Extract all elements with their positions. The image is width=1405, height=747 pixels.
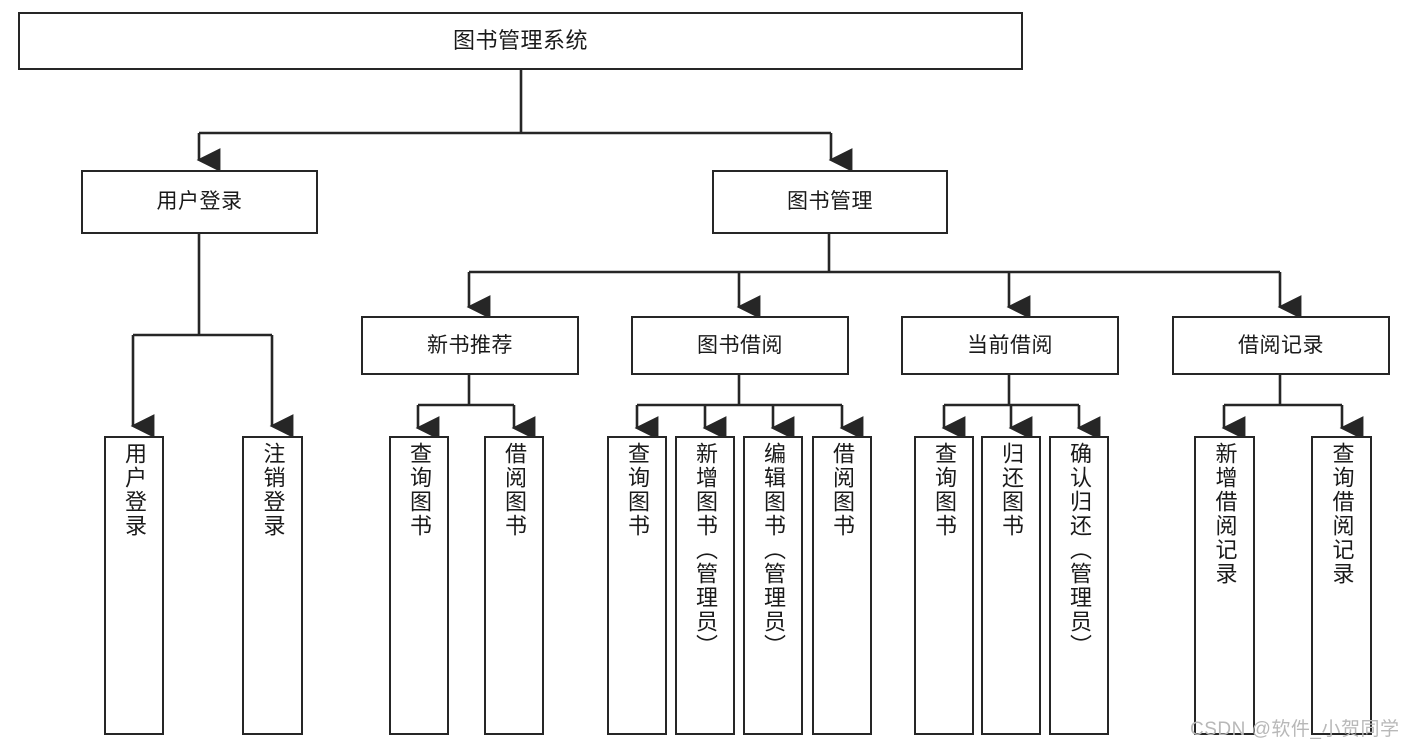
node-label: 图书管理 [787, 190, 873, 214]
node-leaf-query-borrow-record[interactable]: 查询借阅记录 [1311, 436, 1372, 735]
node-label: 图书管理系统 [452, 27, 588, 53]
node-label: 确认归还（管理员） [1067, 442, 1092, 658]
node-book-borrow[interactable]: 图书借阅 [631, 316, 849, 375]
node-label: 借阅图书 [502, 442, 527, 538]
node-user-login[interactable]: 用户登录 [81, 170, 318, 234]
node-book-manage[interactable]: 图书管理 [712, 170, 948, 234]
node-new-book-recommendation[interactable]: 新书推荐 [361, 316, 579, 375]
node-leaf-add-book-admin[interactable]: 新增图书（管理员） [675, 436, 735, 735]
node-label: 查询图书 [625, 442, 650, 538]
node-leaf-borrow-book-borrow[interactable]: 借阅图书 [812, 436, 872, 735]
node-leaf-edit-book-admin[interactable]: 编辑图书（管理员） [743, 436, 803, 735]
node-leaf-query-book-recommendation[interactable]: 查询图书 [389, 436, 449, 735]
node-label: 用户登录 [122, 442, 147, 538]
node-leaf-confirm-return-admin[interactable]: 确认归还（管理员） [1049, 436, 1109, 735]
node-label: 编辑图书（管理员） [761, 442, 786, 658]
node-label: 查询图书 [932, 442, 957, 538]
node-leaf-logout-login[interactable]: 注销登录 [242, 436, 303, 735]
node-label: 借阅记录 [1238, 333, 1324, 357]
node-label: 查询借阅记录 [1329, 442, 1355, 586]
node-label: 归还图书 [999, 442, 1024, 538]
node-label: 当前借阅 [967, 333, 1053, 357]
node-label: 借阅图书 [830, 442, 855, 538]
node-root-book-management-system[interactable]: 图书管理系统 [18, 12, 1023, 70]
node-label: 用户登录 [156, 190, 243, 214]
node-leaf-query-book-current[interactable]: 查询图书 [914, 436, 974, 735]
node-label: 图书借阅 [697, 333, 783, 357]
node-borrow-record[interactable]: 借阅记录 [1172, 316, 1390, 375]
node-current-borrow[interactable]: 当前借阅 [901, 316, 1119, 375]
node-label: 新增图书（管理员） [693, 442, 718, 658]
watermark-text: CSDN @软件_小贺同学 [1190, 719, 1400, 740]
node-label: 新增借阅记录 [1212, 442, 1238, 586]
node-leaf-user-login[interactable]: 用户登录 [104, 436, 164, 735]
node-leaf-return-book[interactable]: 归还图书 [981, 436, 1041, 735]
node-leaf-borrow-book-recommendation[interactable]: 借阅图书 [484, 436, 544, 735]
node-label: 新书推荐 [427, 333, 513, 357]
node-label: 查询图书 [407, 442, 432, 538]
node-leaf-add-borrow-record[interactable]: 新增借阅记录 [1194, 436, 1255, 735]
node-label: 注销登录 [260, 442, 286, 538]
node-leaf-query-book-borrow[interactable]: 查询图书 [607, 436, 667, 735]
